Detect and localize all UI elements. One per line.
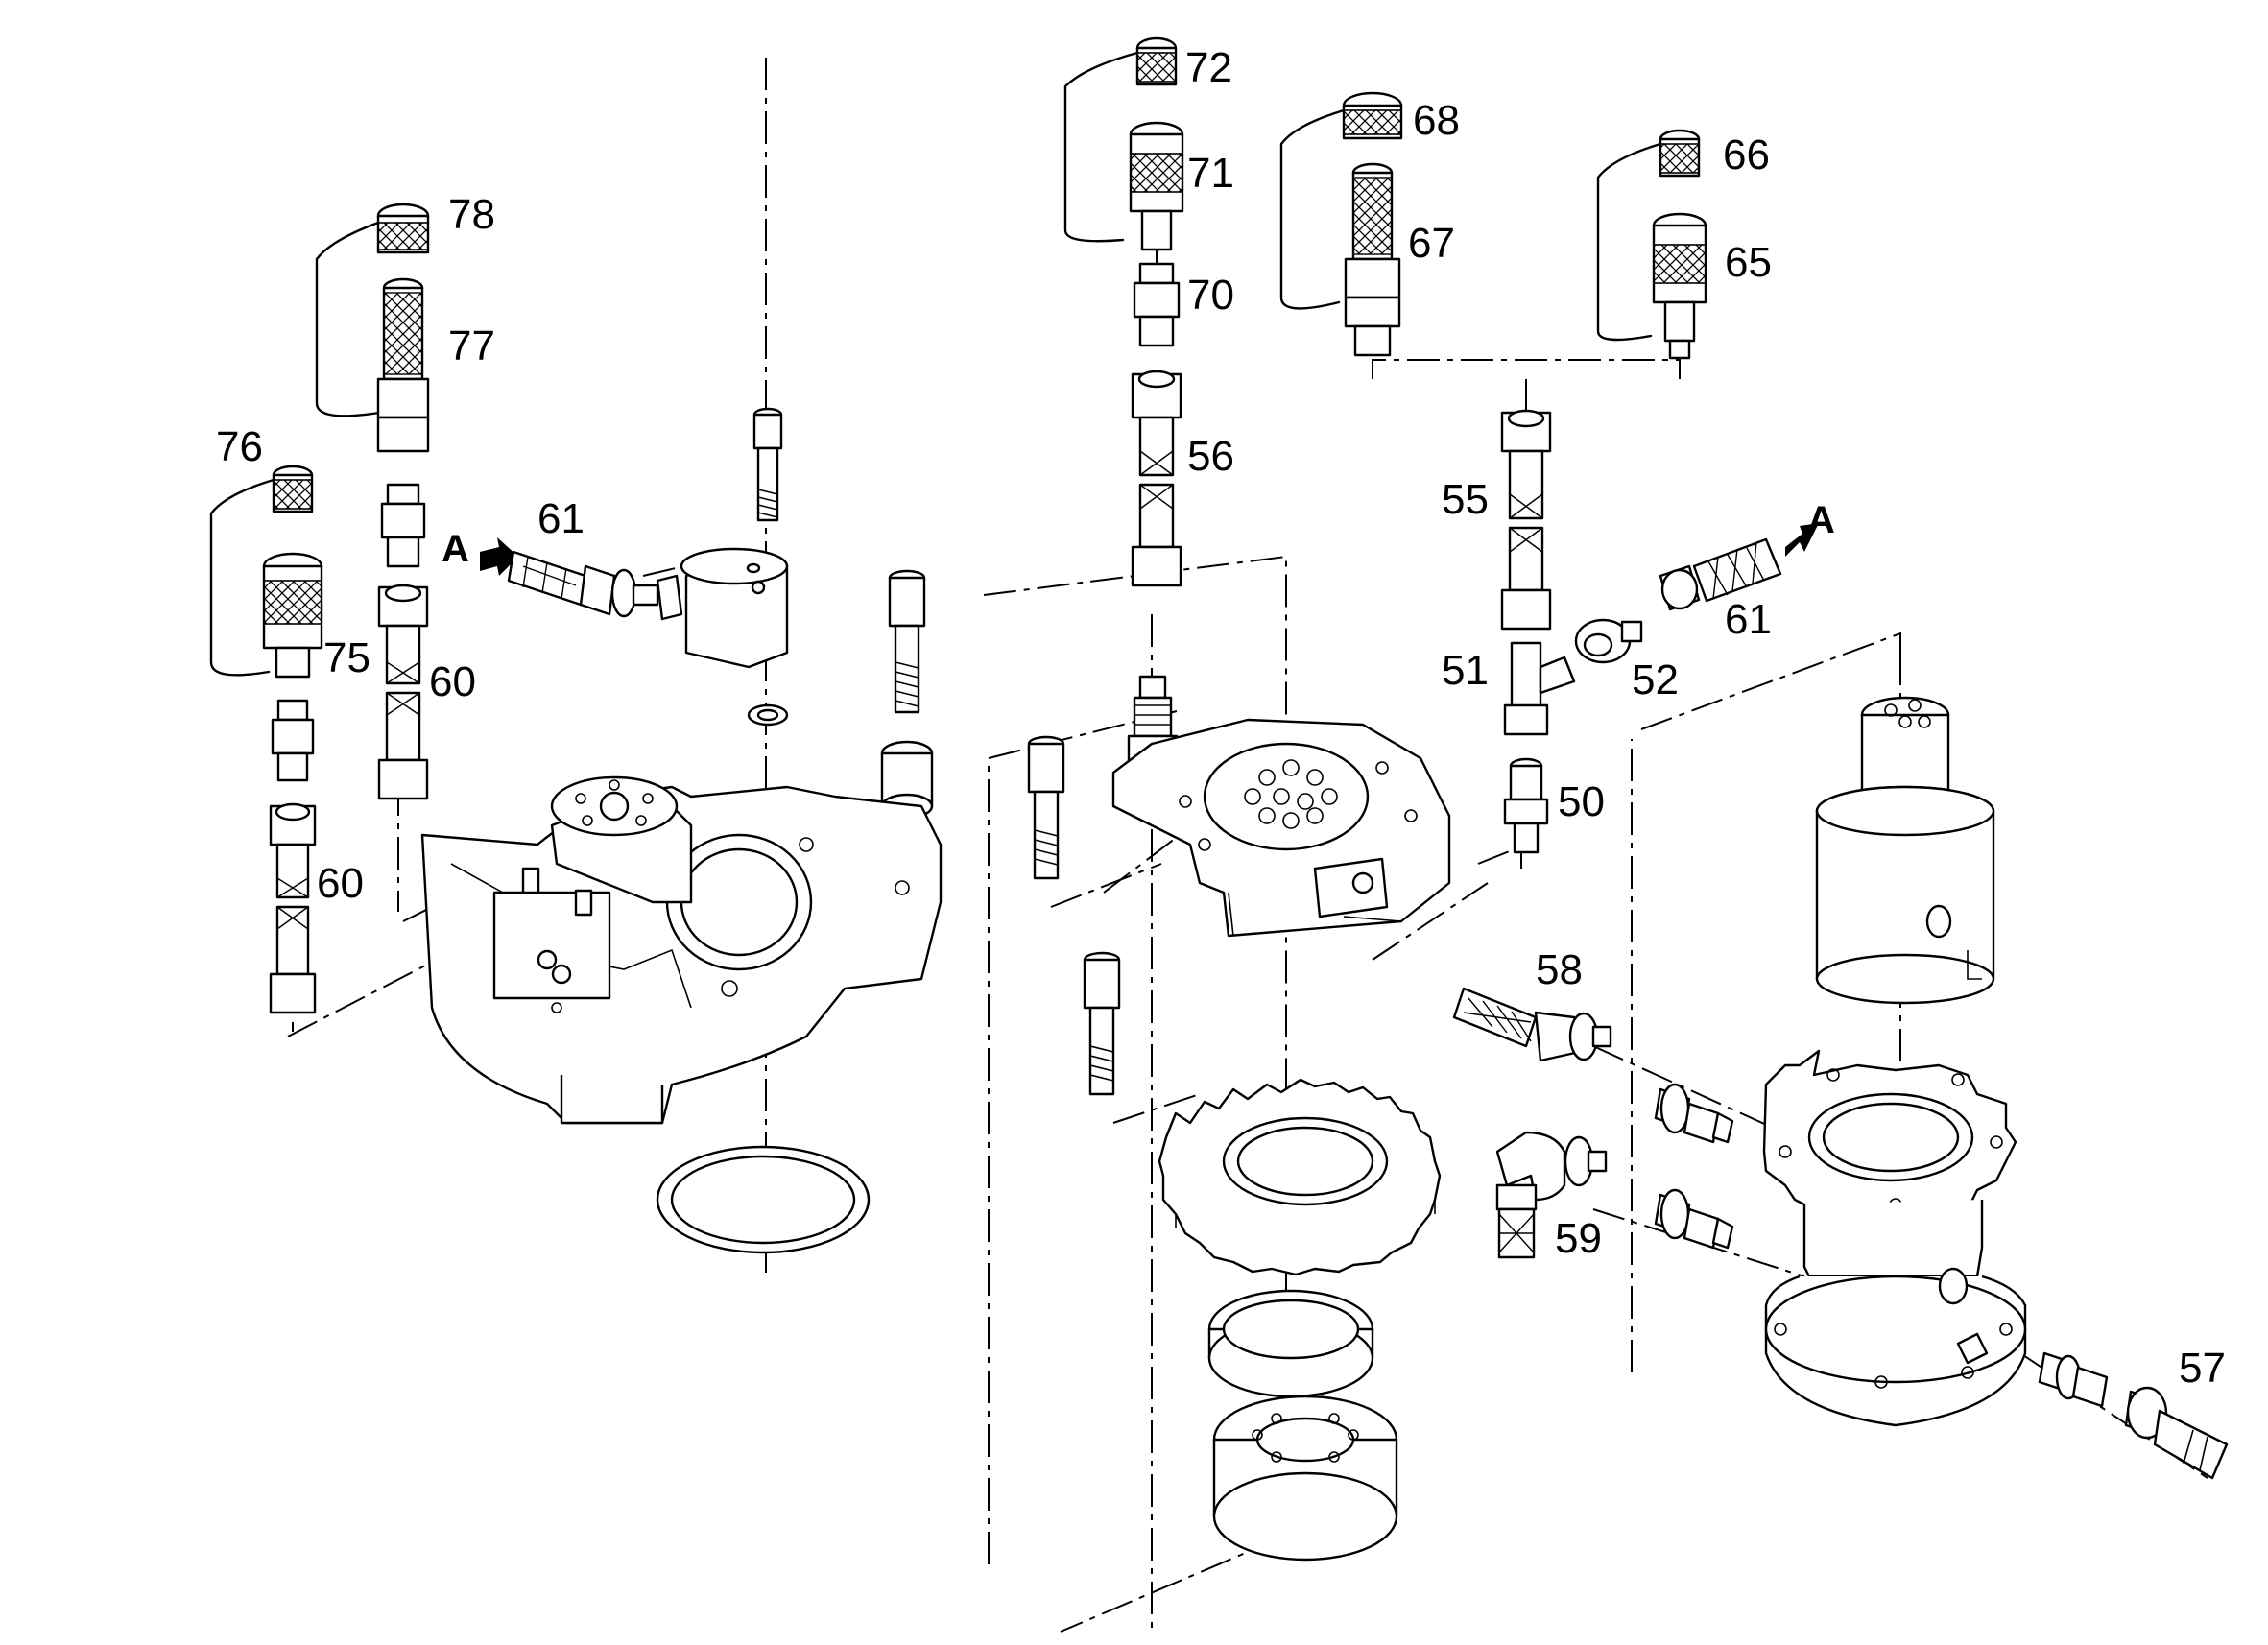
fitting-57 [2124, 1386, 2229, 1480]
coupling-76-cap [209, 465, 314, 677]
motor-flange-center [1111, 718, 1451, 938]
fitting-57-adapter [2038, 1351, 2109, 1408]
direction-marker-a-left: A [442, 528, 469, 570]
rotary-housing [1762, 1049, 2027, 1427]
part-label-71: 71 [1187, 150, 1234, 197]
elbow-59 [1495, 1131, 1608, 1259]
part-label-55: 55 [1442, 476, 1489, 523]
part-label-61-right: 61 [1725, 596, 1772, 643]
screw-left-2 [888, 569, 926, 714]
coupling-68-cap [1279, 91, 1403, 310]
hose-58 [1452, 987, 1612, 1062]
part-label-57: 57 [2179, 1345, 2226, 1392]
seal-ring [1207, 1289, 1374, 1398]
coupling-66-cap [1596, 129, 1701, 342]
port-block [680, 547, 789, 669]
coupling-77-plug [376, 277, 430, 453]
part-label-72: 72 [1185, 44, 1232, 91]
hose-60-lower [269, 802, 317, 1014]
washer-left [747, 703, 789, 727]
gear-ring [1158, 1078, 1442, 1276]
screw-left-1 [752, 407, 783, 522]
part-label-60-lower: 60 [317, 860, 364, 907]
part-label-70: 70 [1187, 272, 1234, 319]
oring-left [656, 1145, 871, 1254]
swivel-housing-left [420, 775, 943, 1125]
coupling-75-socket [262, 552, 323, 679]
direction-marker-text: A [1807, 499, 1835, 541]
hose-56 [1131, 370, 1182, 587]
coupling-65-socket [1652, 212, 1707, 360]
part-label-59: 59 [1555, 1215, 1602, 1262]
part-label-52: 52 [1632, 656, 1679, 703]
hose-61-right [1659, 523, 1819, 611]
part-labels: 72 71 70 56 68 67 66 65 55 61 51 52 50 7… [216, 44, 2226, 1392]
tee-51 [1503, 641, 1576, 736]
part-label-67: 67 [1408, 220, 1455, 267]
part-label-78: 78 [448, 191, 495, 238]
hose-61-left [480, 537, 683, 621]
part-label-77: 77 [448, 322, 495, 370]
coupling-72-cap [1063, 36, 1178, 243]
part-label-50: 50 [1558, 778, 1605, 825]
part-label-60-upper: 60 [429, 658, 476, 705]
part-label-61-left: 61 [537, 495, 585, 542]
part-label-65: 65 [1725, 239, 1772, 286]
nut-52 [1574, 618, 1643, 664]
coupling-67-plug [1344, 162, 1401, 357]
part-label-56: 56 [1187, 433, 1234, 480]
rotary-core [1815, 696, 1995, 1005]
coupling-78-cap [315, 203, 430, 417]
direction-marker-text: A [442, 528, 469, 570]
hose-55 [1500, 409, 1552, 631]
part-label-51: 51 [1442, 647, 1489, 694]
part-label-76: 76 [216, 423, 263, 470]
adapter-50 [1503, 757, 1549, 854]
part-label-66: 66 [1723, 131, 1770, 179]
part-label-68: 68 [1413, 97, 1460, 144]
adapter-upper [1654, 1083, 1734, 1144]
screw-center-2 [1083, 951, 1121, 1096]
hose-60-upper [377, 584, 429, 800]
part-label-75: 75 [323, 634, 370, 681]
hub [1212, 1395, 1398, 1562]
part-label-58: 58 [1536, 946, 1583, 993]
screw-center-1 [1027, 735, 1065, 880]
direction-marker-a-right: A [1807, 499, 1835, 541]
coupling-71-socket [1129, 121, 1184, 251]
nipple-75-lower [271, 699, 315, 782]
adapter-lower [1654, 1188, 1734, 1250]
nipple-70 [1133, 262, 1181, 347]
nipple-77-lower [380, 483, 426, 568]
